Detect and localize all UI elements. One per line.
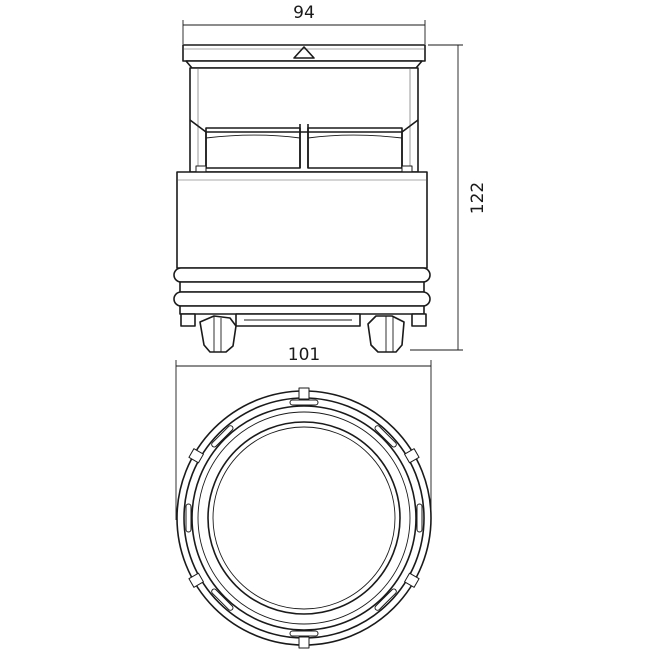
middle-ring <box>191 405 417 631</box>
outer-ring <box>176 390 432 646</box>
leg-left <box>180 313 237 353</box>
ring-lug <box>404 448 420 464</box>
dimension-bottom-diameter: 101 <box>175 345 432 520</box>
ring-slot <box>211 588 234 611</box>
ring-lug <box>188 448 204 464</box>
dimension-label-bottom-diameter: 101 <box>288 345 320 365</box>
lower-body <box>176 171 428 269</box>
dimension-label-height: 122 <box>468 182 488 214</box>
ring-lug <box>188 572 204 588</box>
ring-slot <box>416 503 423 533</box>
ring-slot <box>211 425 234 448</box>
ring-lug <box>298 387 310 400</box>
dimension-label-top-width: 94 <box>293 3 315 23</box>
ring-lug <box>404 572 420 588</box>
leg-right <box>367 313 427 353</box>
ring-slots <box>185 399 423 637</box>
ring-lug <box>298 636 310 649</box>
cap-marker <box>293 46 315 59</box>
ring-slot <box>185 503 192 533</box>
side-view <box>173 44 431 353</box>
seal-base <box>179 305 425 315</box>
seal-ring-upper <box>173 267 431 283</box>
seal-ring-mid <box>179 281 425 293</box>
seal-ring-lower <box>173 291 431 307</box>
upper-body <box>189 67 419 173</box>
dimension-height: 122 <box>410 44 488 351</box>
ring-slot <box>289 399 319 406</box>
ring-slot <box>374 425 397 448</box>
ring-slot <box>289 630 319 637</box>
ring-lugs <box>188 387 420 649</box>
dimension-top-width: 94 <box>182 3 426 44</box>
plan-view <box>176 387 432 649</box>
inner-ring <box>207 421 401 615</box>
ring-slot <box>374 588 397 611</box>
